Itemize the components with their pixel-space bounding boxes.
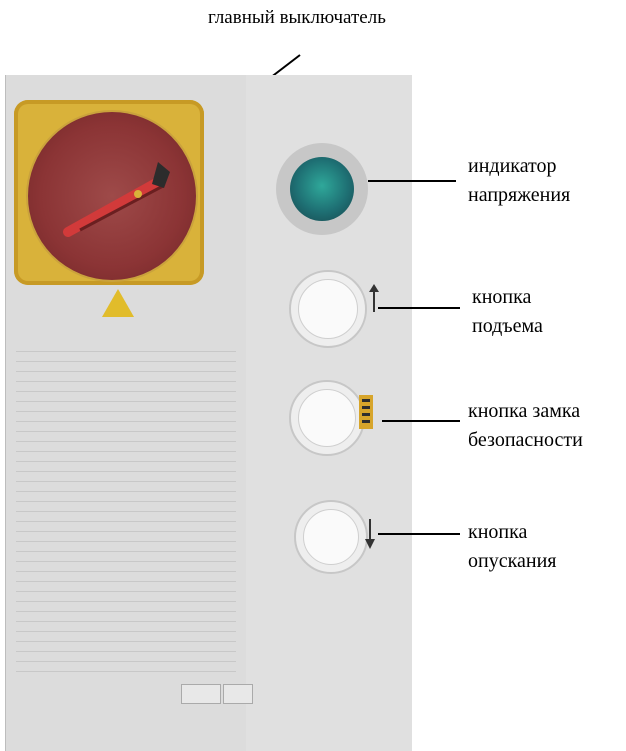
arrow-up-icon bbox=[368, 282, 380, 314]
voltage-indicator-pointer-line bbox=[368, 180, 456, 182]
lock-button-label-line2: безопасности bbox=[468, 425, 583, 455]
down-button[interactable] bbox=[294, 500, 368, 574]
switch-handle-icon bbox=[28, 112, 196, 280]
down-button-label-line2: опускания bbox=[468, 546, 556, 576]
voltage-indicator-label-line2: напряжения bbox=[468, 180, 570, 210]
indicator-lens bbox=[290, 157, 354, 221]
control-panel bbox=[5, 75, 412, 751]
ip-rating-badge bbox=[181, 684, 221, 704]
down-button-pointer-line bbox=[378, 533, 460, 535]
up-button-label-line1: кнопка bbox=[472, 282, 531, 312]
lock-button[interactable] bbox=[289, 380, 365, 456]
up-button-face[interactable] bbox=[298, 279, 358, 339]
operation-text-block bbox=[16, 345, 236, 675]
up-button[interactable] bbox=[289, 270, 367, 348]
lock-button-label-line1: кнопка замка bbox=[468, 396, 580, 426]
arrow-down-icon bbox=[364, 517, 376, 551]
main-switch[interactable] bbox=[14, 100, 204, 285]
ce-mark-badge bbox=[223, 684, 253, 704]
lock-stripes-icon bbox=[359, 395, 373, 429]
warning-triangle-icon bbox=[102, 289, 134, 317]
main-switch-dial[interactable] bbox=[26, 110, 198, 282]
lock-button-pointer-line bbox=[382, 420, 460, 422]
voltage-indicator-label-line1: индикатор bbox=[468, 151, 557, 181]
voltage-indicator bbox=[276, 143, 368, 235]
up-button-pointer-line bbox=[378, 307, 460, 309]
lock-button-face[interactable] bbox=[298, 389, 356, 447]
down-button-face[interactable] bbox=[303, 509, 359, 565]
down-button-label-line1: кнопка bbox=[468, 517, 527, 547]
up-button-label-line2: подъема bbox=[472, 311, 543, 341]
